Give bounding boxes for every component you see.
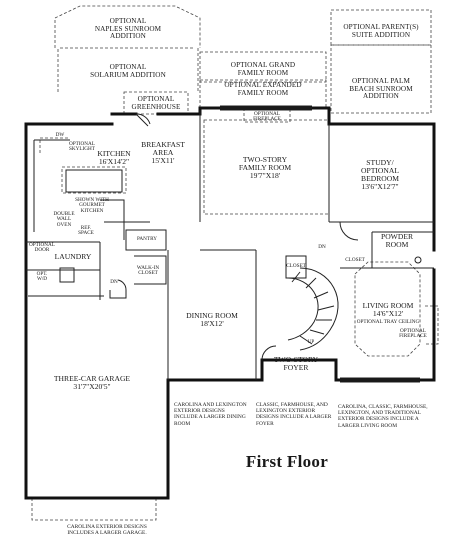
label-closet-stair: CLOSET [286,263,306,269]
label-expanded-family-room: OPTIONAL EXPANDED FAMILY ROOM [224,81,302,97]
label-breakfast-area: BREAKFAST AREA 15'X11' [141,140,185,165]
label-solarium-addition: OPTIONAL SOLARIUM ADDITION [90,63,166,79]
label-laundry: LAUNDRY [54,252,92,261]
label-grand-family-room: OPTIONAL GRAND FAMILY ROOM [230,61,296,77]
label-pantry: PANTRY [137,236,157,242]
label-two-story-foyer: TWO-STORY FOYER [273,355,319,372]
label-dishwasher: DW [55,132,65,138]
label-optional-fireplace-right: OPTIONAL FIREPLACE [399,328,427,340]
curved-stair [285,255,339,351]
note-foyer: CLASSIC, FARMHOUSE, AND LEXINGTON EXTERI… [256,402,332,427]
page-title: First Floor [245,452,329,471]
label-optional-skylight: OPTIONAL SKYLIGHT [69,141,95,153]
door-swings [117,113,422,361]
label-down-laundry: DN [110,279,118,285]
window-marks [220,105,420,383]
label-tray-ceiling: OPTIONAL TRAY CEILING [356,319,420,325]
label-up-stair: UP [307,339,315,345]
note-living-room: CAROLINA, CLASSIC, FARMHOUSE, LEXINGTON,… [338,404,428,429]
label-optional-fireplace-top: OPTIONAL FIREPLACE [253,111,281,123]
label-study-bedroom: STUDY/ OPTIONAL BEDROOM 13'6"X12'7" [361,158,399,191]
exterior-walls [24,106,436,500]
label-dining-room: DINING ROOM 18'X12' [186,311,238,328]
note-dining-room: CAROLINA AND LEXINGTON EXTERIOR DESIGNS … [174,402,247,427]
label-closet-right: CLOSET [345,257,365,263]
label-gourmet-kitchen: SHOWN WITH GOURMET KITCHEN [75,197,109,214]
label-optional-door: OPTIONAL DOOR [29,242,55,254]
label-ref-space: REF. SPACE [78,225,94,237]
label-naples-sunroom: OPTIONAL NAPLES SUNROOM ADDITION [94,17,162,41]
interior-walls [26,110,434,380]
label-optional-greenhouse: OPTIONAL GREENHOUSE [131,95,181,111]
label-family-room: TWO-STORY FAMILY ROOM 19'7"X18' [238,155,292,180]
label-living-room: LIVING ROOM 14'6"X12' [362,301,414,318]
note-garage: CAROLINA EXTERIOR DESIGNS INCLUDES A LAR… [67,524,147,537]
label-parents-suite: OPTIONAL PARENT(S) SUITE ADDITION [343,23,419,39]
label-three-car-garage: THREE-CAR GARAGE 31'7"X20'5" [53,374,131,391]
label-double-wall-oven: DOUBLE WALL OVEN [53,211,75,228]
label-walk-in-closet: WALK-IN CLOSET [136,265,160,277]
label-optional-washer-dryer: OPT. W/D [36,271,48,283]
label-kitchen: KITCHEN 16'X14'2" [97,149,131,166]
label-palm-beach-sunroom: OPTIONAL PALM BEACH SUNROOM ADDITION [349,77,413,101]
label-powder-room: POWDER ROOM [380,232,414,249]
label-down-stair: DN [318,244,326,250]
